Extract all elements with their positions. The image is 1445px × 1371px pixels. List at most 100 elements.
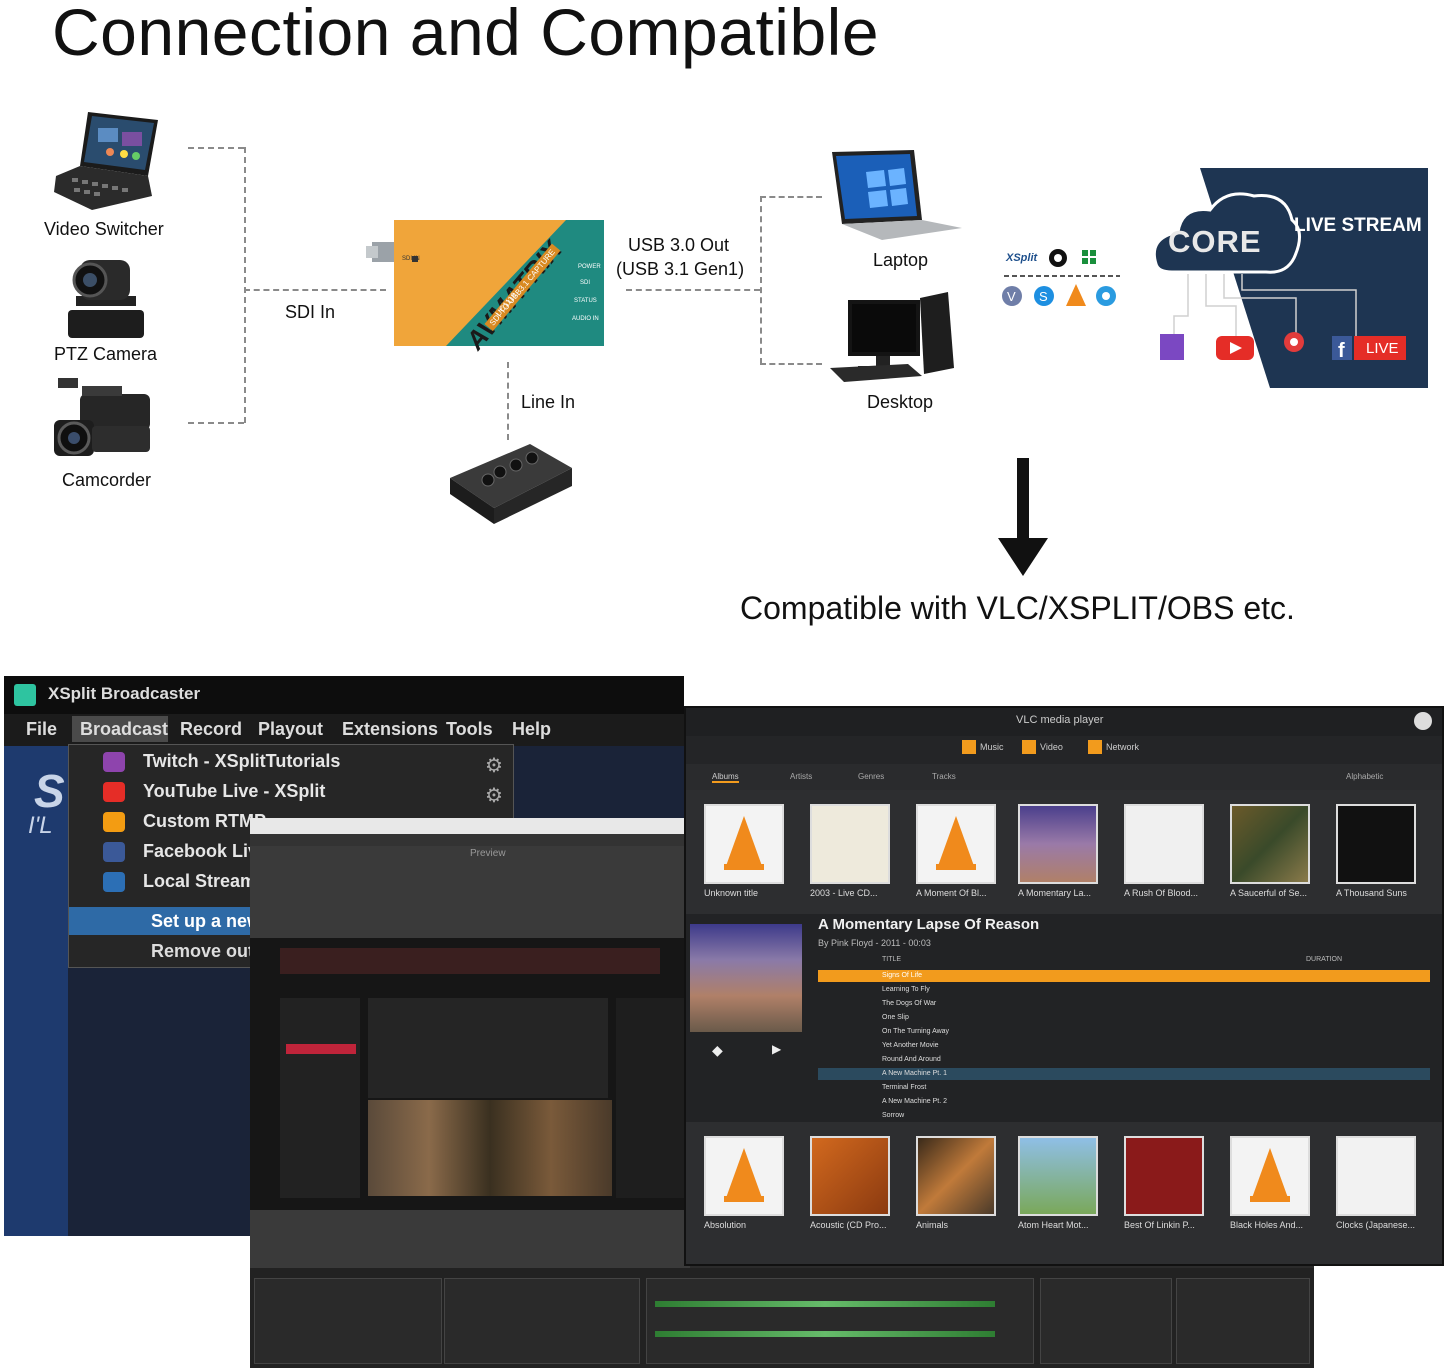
album-thumb[interactable] <box>1336 804 1416 884</box>
album-thumb[interactable] <box>916 804 996 884</box>
obs-docks <box>250 1268 1314 1368</box>
menu-tools[interactable]: Tools <box>446 719 493 739</box>
core-logo: CORE <box>1168 224 1262 259</box>
stream-header <box>280 948 660 974</box>
menu-playout[interactable]: Playout <box>258 719 324 739</box>
remove-output-item[interactable]: Remove outp <box>151 941 266 961</box>
vlc-toolbar: Music Video Network <box>686 736 1442 764</box>
menu-file[interactable]: File <box>26 719 58 739</box>
track-title: The Dogs Of War <box>882 1000 937 1007</box>
stream-button <box>286 1044 356 1054</box>
tab-music[interactable]: Music <box>980 742 1004 752</box>
track-title: Sorrow <box>882 1112 905 1119</box>
sort-select[interactable]: Alphabetic <box>1346 772 1384 781</box>
subtab-artists[interactable]: Artists <box>790 772 813 781</box>
album-thumb[interactable] <box>1230 804 1310 884</box>
album-thumb[interactable] <box>1230 1136 1310 1216</box>
track-row-selected[interactable] <box>818 970 1430 982</box>
obs-titlebar <box>250 818 690 834</box>
album-thumb[interactable] <box>1018 804 1098 884</box>
track-title: Round And Around <box>882 1056 941 1063</box>
ptz-camera-icon <box>68 260 144 338</box>
broadcast-item-local[interactable]: Local Streaming <box>103 871 283 901</box>
transitions-dock <box>1040 1278 1172 1364</box>
sdi-in-label: SDI In <box>285 302 336 322</box>
album-caption: A Momentary La... <box>1018 888 1092 898</box>
column-duration: DURATION <box>1306 956 1343 963</box>
album-thumb[interactable] <box>1124 804 1204 884</box>
album-caption: A Moment Of Bl... <box>916 888 987 898</box>
tab-network[interactable]: Network <box>1106 742 1140 752</box>
rtmp-icon <box>103 812 125 833</box>
broadcast-item-youtube[interactable]: YouTube Live - XSplit <box>103 781 325 811</box>
local-stream-icon <box>103 872 125 893</box>
gear-icon[interactable]: ⚙ <box>485 755 503 777</box>
close-icon[interactable] <box>1414 712 1432 730</box>
menu-record[interactable]: Record <box>180 719 243 739</box>
video-switcher-label: Video Switcher <box>44 219 164 239</box>
album-thumb[interactable] <box>1336 1136 1416 1216</box>
subtab-tracks[interactable]: Tracks <box>932 772 956 781</box>
broadcast-item-custom-rtmp[interactable]: Custom RTMP <box>103 811 266 841</box>
laptop-icon <box>832 150 962 240</box>
video-icon <box>1022 740 1036 754</box>
track-title: On The Turning Away <box>882 1028 950 1035</box>
xsplit-titlebar: XSplit Broadcaster <box>4 676 684 714</box>
album-thumb[interactable] <box>704 1136 784 1216</box>
subtab-genres[interactable]: Genres <box>858 772 885 781</box>
scenes-dock <box>254 1278 442 1364</box>
broadcast-item-twitch[interactable]: Twitch - XSplitTutorials <box>103 751 340 781</box>
svg-text:POWER: POWER <box>578 264 601 270</box>
connector-usb <box>626 289 760 291</box>
album-caption: Unknown title <box>704 888 759 898</box>
album-thumb[interactable] <box>810 1136 890 1216</box>
video-switcher-icon <box>54 112 158 210</box>
audio-mixer-icon <box>450 444 572 524</box>
track-title: Signs Of Life <box>882 972 923 979</box>
obs-preview-label: Preview <box>470 848 506 859</box>
music-icon <box>962 740 976 754</box>
previous-icon[interactable]: ◆ <box>712 1042 723 1058</box>
menu-broadcast-highlight <box>72 716 168 742</box>
play-icon[interactable]: ▶ <box>772 1042 782 1056</box>
setup-new-item[interactable]: Set up a new <box>151 911 262 931</box>
connector-laptop <box>760 196 822 198</box>
track-row-hover[interactable] <box>818 1068 1430 1080</box>
album-thumb[interactable] <box>810 804 890 884</box>
track-title: One Slip <box>882 1014 909 1021</box>
broadcast-item-facebook[interactable]: Facebook Live <box>103 841 268 871</box>
obs-scene <box>250 938 690 1210</box>
subtab-albums[interactable]: Albums <box>712 772 739 783</box>
connector-desktop <box>760 363 822 365</box>
camcorder-icon <box>54 378 150 456</box>
vlc-window: VLC media player Music Video Network Alb… <box>684 706 1444 1266</box>
album-thumb[interactable] <box>1018 1136 1098 1216</box>
album-title: A Momentary Lapse Of Reason <box>818 916 1040 933</box>
svg-text:SDI IN: SDI IN <box>402 256 420 262</box>
menu-extensions[interactable]: Extensions <box>342 719 439 739</box>
facebook-icon <box>103 842 125 863</box>
controls-dock <box>1176 1278 1310 1364</box>
gear-icon[interactable]: ⚙ <box>485 785 503 807</box>
down-arrow-icon <box>998 458 1048 576</box>
page-title: Connection and Compatible <box>52 0 880 69</box>
album-caption: A Thousand Suns <box>1336 888 1407 898</box>
album-thumb[interactable] <box>916 1136 996 1216</box>
obs-menubar <box>250 834 690 846</box>
usb-gen-label: (USB 3.1 Gen1) <box>616 259 745 279</box>
menu-broadcast[interactable]: Broadcast <box>80 719 169 739</box>
xsplit-app-icon <box>14 684 36 706</box>
menu-help[interactable]: Help <box>512 719 552 739</box>
connector-vertical-left <box>244 147 246 423</box>
album-caption: Animals <box>916 1220 949 1230</box>
svg-text:SDI: SDI <box>580 280 590 286</box>
tab-video[interactable]: Video <box>1040 742 1063 752</box>
vlc-subtabs: Albums Artists Genres Tracks Alphabetic <box>686 764 1442 790</box>
svg-text:AUDIO IN: AUDIO IN <box>572 316 599 322</box>
stream-icons-panel <box>368 998 608 1098</box>
track-title: A New Machine Pt. 2 <box>882 1098 947 1105</box>
album-thumb[interactable] <box>1124 1136 1204 1216</box>
laptop-label: Laptop <box>873 250 929 270</box>
xsplit-menubar: File Broadcast Record Playout Extensions… <box>4 714 684 746</box>
album-thumb[interactable] <box>704 804 784 884</box>
